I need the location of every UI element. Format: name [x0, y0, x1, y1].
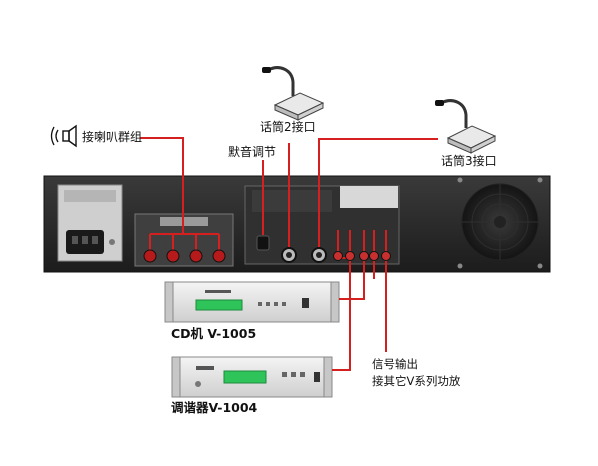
- speaker-icon: [50, 124, 77, 148]
- label-mute-adjust: 默音调节: [228, 145, 277, 159]
- gooseneck-microphone-icon: [435, 99, 497, 154]
- mute-knob: [256, 235, 270, 251]
- amplifier-rear-panel: [43, 175, 551, 273]
- label-cd-player: CD机 V-1005: [171, 326, 257, 341]
- cooling-fan: [461, 183, 539, 261]
- wiring: [140, 137, 438, 371]
- tuner-unit: [171, 356, 333, 398]
- label-signal-out-line2: 接其它V系列功放: [372, 374, 461, 388]
- wire-speaker-lead: [140, 137, 184, 234]
- wire-mic3: [318, 138, 438, 254]
- label-mic3: 话筒3接口: [441, 154, 497, 168]
- cd-player-unit: [164, 281, 340, 323]
- label-mic2: 话筒2接口: [260, 120, 316, 134]
- wire-tuner: [332, 257, 351, 371]
- caution-label: [340, 186, 398, 208]
- speaker-terminals: [143, 249, 226, 263]
- label-tuner: 调谐器V-1004: [171, 400, 258, 415]
- cd-display: [195, 299, 243, 311]
- cd-power-switch: [302, 298, 309, 308]
- wire-cd: [339, 258, 365, 300]
- mic-jacks: [281, 247, 327, 263]
- rca-jacks: [333, 251, 391, 261]
- tuner-display: [223, 370, 267, 384]
- label-speaker-groups: 接喇叭群组: [82, 130, 143, 144]
- gooseneck-microphone-icon: [262, 66, 325, 121]
- label-signal-out-line1: 信号输出: [372, 357, 418, 371]
